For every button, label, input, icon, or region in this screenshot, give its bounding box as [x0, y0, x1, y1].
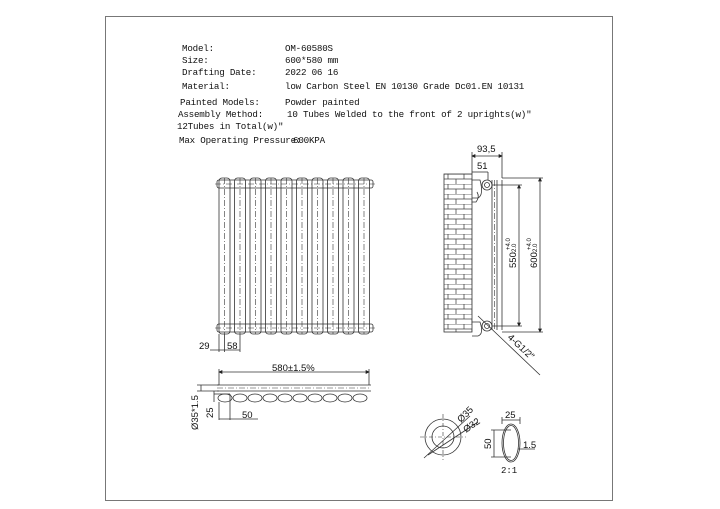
spec-pressure-value: 600KPA — [293, 135, 325, 146]
dim-front-pitch: 58 — [227, 341, 238, 352]
dim-top-diameter: Ø35*1.5 — [190, 395, 201, 430]
dim-oval-wall: 1.5 — [523, 440, 536, 451]
detail-oval-tube — [491, 417, 535, 463]
spec-material-label: Material: — [182, 81, 230, 92]
detail-scale-label: 2:1 — [501, 466, 518, 476]
spec-assembly-value: 10 Tubes Welded to the front of 2 uprigh… — [287, 109, 532, 120]
spec-pressure-label: Max Operating Pressure: — [179, 135, 302, 146]
dim-front-offset: 29 — [199, 341, 210, 352]
dim-side-total-tol-lower: -2.0 — [533, 243, 539, 254]
spec-tubes-total: 12Tubes in Total(w)″ — [177, 121, 284, 132]
spec-painted-label: Painted Models: — [180, 97, 260, 108]
dim-side-depth-total: 93,5 — [477, 144, 496, 155]
spec-size-label: Size: — [182, 55, 209, 66]
spec-material-value: low Carbon Steel EN 10130 Grade Dc01.EN … — [285, 81, 525, 92]
brick-wall — [443, 173, 473, 333]
dim-side-total-tol-upper: +4.0 — [527, 237, 533, 250]
spec-size-value: 600*580 mm — [285, 55, 339, 66]
dim-side-center-tol-upper: +4.0 — [506, 237, 512, 250]
spec-date-label: Drafting Date: — [182, 67, 257, 78]
connection-thread-label: 4-G1/2″ — [505, 332, 537, 363]
drawing-frame — [105, 16, 613, 501]
dim-side-center-height: 550 — [508, 252, 519, 268]
dim-side-bracket-depth: 51 — [477, 161, 488, 172]
dim-side-total-height: 600 — [529, 252, 540, 268]
dim-side-center-tol-lower: -2.0 — [512, 243, 518, 254]
dim-top-offset: 25 — [205, 407, 216, 418]
top-view — [197, 369, 371, 420]
dim-oval-height: 50 — [483, 438, 494, 449]
spec-model-value: OM-60580S — [285, 43, 333, 54]
dim-top-spacing: 50 — [242, 410, 253, 421]
detail-round-tube — [420, 414, 479, 460]
spec-painted-value: Powder painted — [285, 97, 360, 108]
spec-assembly-label: Assembly Method: — [178, 109, 264, 120]
front-view — [210, 177, 375, 352]
spec-date-value: 2022 06 16 — [285, 67, 339, 78]
side-view — [443, 152, 543, 376]
dim-top-width: 580±1.5% — [272, 363, 315, 374]
dim-oval-width: 25 — [505, 410, 516, 421]
spec-model-label: Model: — [182, 43, 214, 54]
